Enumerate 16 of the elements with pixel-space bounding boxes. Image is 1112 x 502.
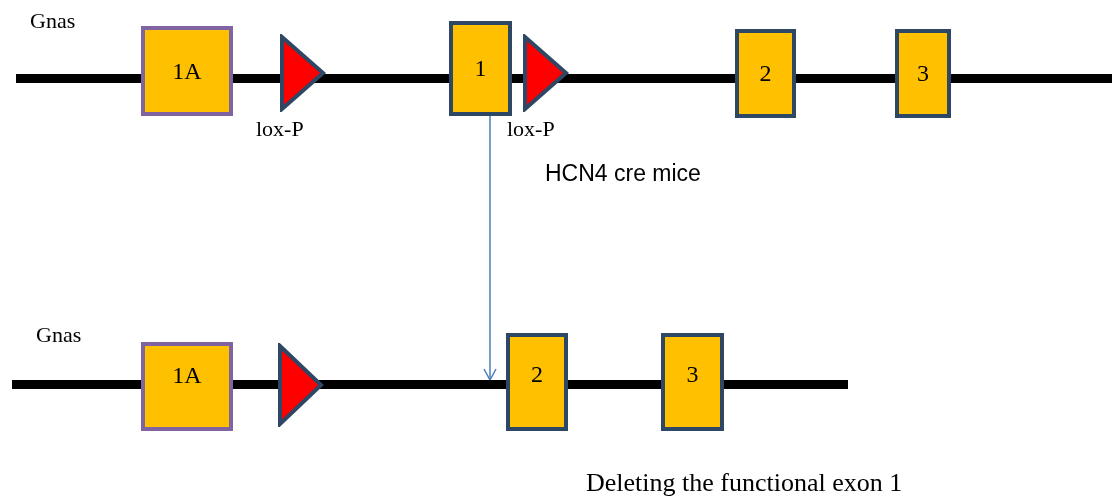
loxp-triangle xyxy=(279,34,327,112)
site-label: lox-P xyxy=(256,116,304,142)
exon-box: 1 xyxy=(449,21,512,116)
site-label: lox-P xyxy=(507,116,555,142)
gene-name: Gnas xyxy=(36,322,82,348)
caption: Deleting the functional exon 1 xyxy=(586,468,903,498)
exon-box: 1A xyxy=(141,26,233,116)
arrow xyxy=(483,115,497,381)
loxp-triangle xyxy=(277,343,325,427)
exon-box: 3 xyxy=(661,333,724,431)
loxp-triangle xyxy=(522,34,570,112)
exon-box: 2 xyxy=(506,333,568,431)
gene-name: Gnas xyxy=(30,8,76,34)
exon-box: 2 xyxy=(735,29,796,118)
exon-box: 3 xyxy=(895,29,951,118)
exon-box: 1A xyxy=(141,342,233,431)
